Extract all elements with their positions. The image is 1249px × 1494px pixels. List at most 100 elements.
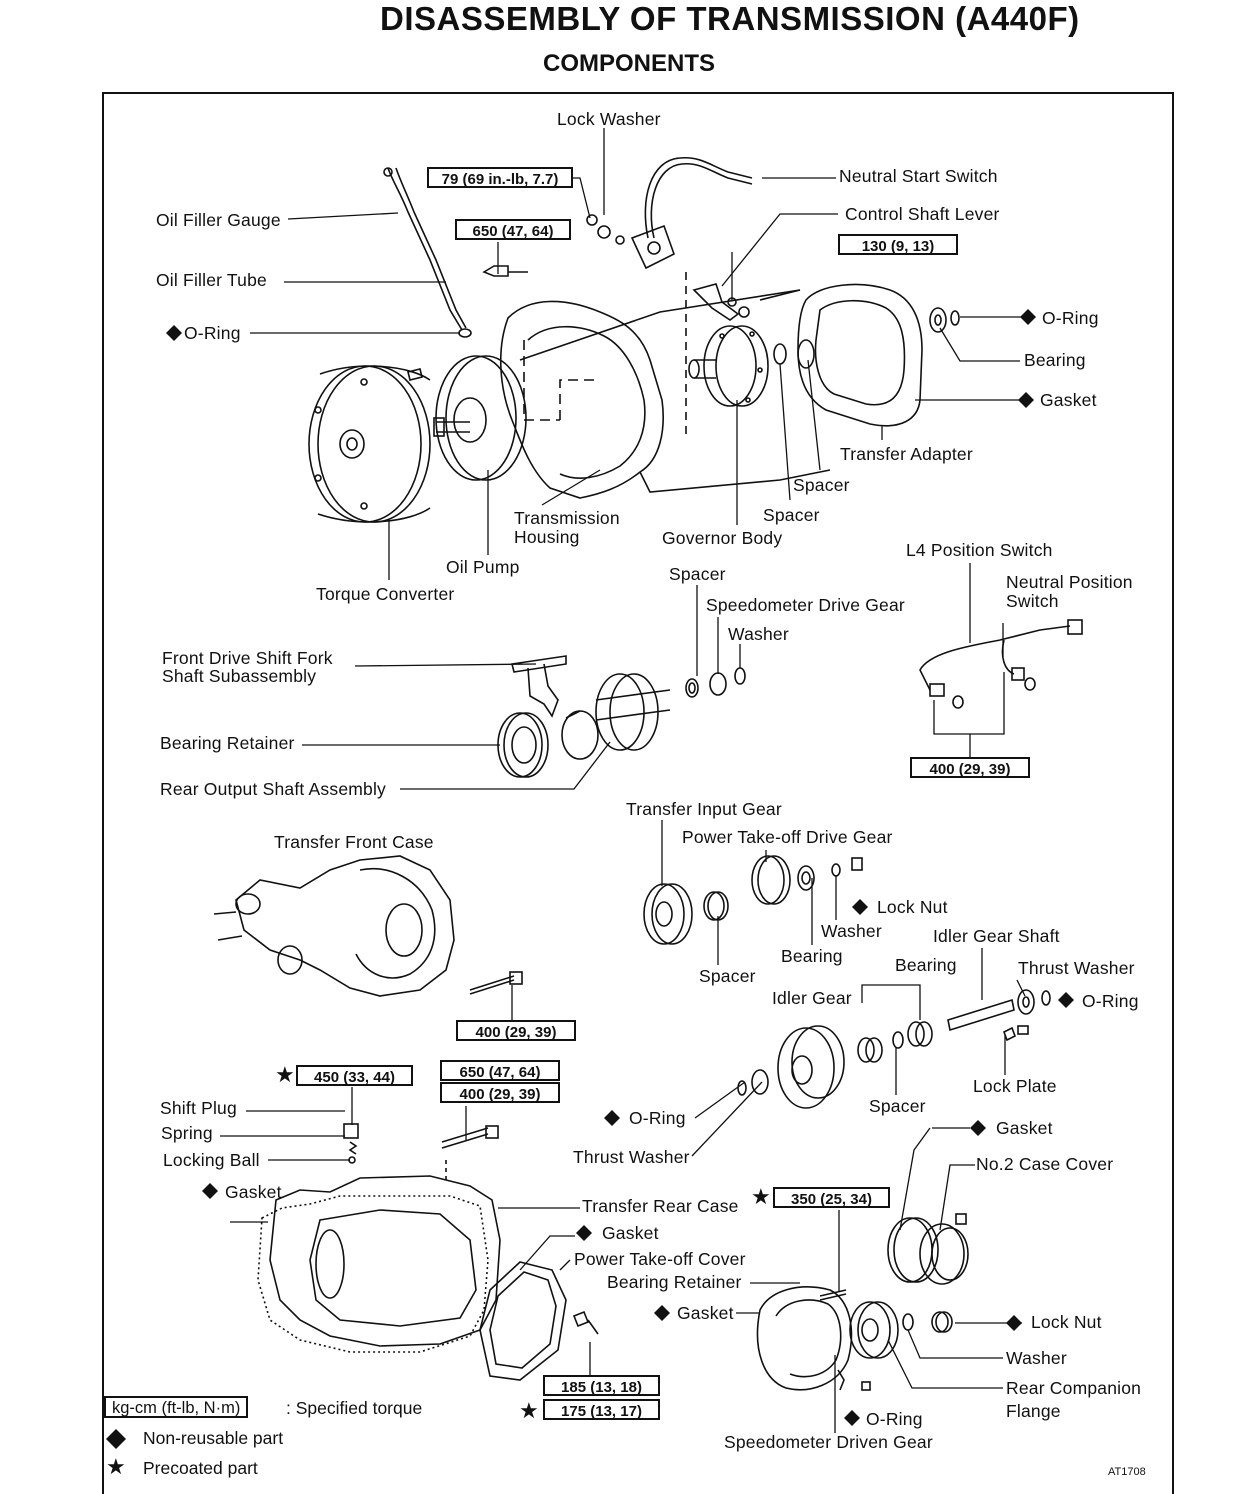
governor-body-drawing bbox=[688, 325, 815, 407]
torque-box-400a: 400 (29, 39) bbox=[910, 757, 1030, 778]
shift-fork-drawing bbox=[511, 655, 567, 718]
label-oil-filler-tube: Oil Filler Tube bbox=[156, 270, 267, 290]
star-icon: ★ bbox=[106, 1454, 126, 1479]
transfer-rear-case-drawing bbox=[257, 1175, 501, 1353]
label-gasket-right: Gasket bbox=[996, 1118, 1053, 1138]
legend-diamond-desc: Non-reusable part bbox=[143, 1428, 284, 1448]
legend-unit-box: kg-cm (ft-lb, N·m) bbox=[104, 1396, 249, 1418]
label-gasket-br: Gasket bbox=[677, 1303, 734, 1323]
label-speedometer-drive-gear: Speedometer Drive Gear bbox=[706, 595, 905, 615]
label-front-drive-shift-fork: Front Drive Shift Fork Shaft Subassembly bbox=[162, 648, 333, 686]
label-bearing-mid: Bearing bbox=[781, 946, 843, 966]
legend-star-desc: Precoated part bbox=[143, 1458, 258, 1478]
label-o-ring-right: O-Ring bbox=[1042, 308, 1099, 328]
label-rear-companion-flange: Rear Companion Flange bbox=[1006, 1378, 1142, 1421]
idler-gear-drawing bbox=[737, 989, 1051, 1109]
label-lock-nut-a: Lock Nut bbox=[877, 897, 948, 917]
torque-box-79: 79 (69 in.-lb, 7.7) bbox=[427, 167, 573, 188]
torque-box-175: 175 (13, 17) bbox=[543, 1399, 660, 1420]
no2-case-cover-drawing bbox=[887, 1213, 969, 1285]
torque-box-650a: 650 (47, 64) bbox=[455, 219, 571, 240]
position-switch-drawing bbox=[919, 619, 1083, 709]
label-torque-converter: Torque Converter bbox=[316, 584, 455, 604]
leader-lines bbox=[220, 128, 1026, 1433]
rear-bearing-retainer-drawing bbox=[756, 1286, 953, 1391]
lock-washer-drawing bbox=[482, 214, 625, 277]
diagram-frame bbox=[102, 92, 1174, 1494]
label-lock-washer: Lock Washer bbox=[557, 109, 661, 129]
label-governor-body: Governor Body bbox=[662, 528, 783, 548]
label-spacer-a: Spacer bbox=[793, 475, 850, 495]
label-spacer-e: Spacer bbox=[869, 1096, 926, 1116]
label-washer-b: Washer bbox=[821, 921, 882, 941]
torque-box-400c: 400 (29, 39) bbox=[440, 1082, 560, 1103]
label-transmission-housing: Transmission Housing bbox=[514, 508, 620, 547]
label-bearing-retainer: Bearing Retainer bbox=[160, 733, 295, 753]
legend-unit-desc: : Specified torque bbox=[286, 1398, 423, 1418]
label-bearing-retainer-b: Bearing Retainer bbox=[607, 1272, 742, 1292]
shift-plug-drawing bbox=[343, 1123, 499, 1180]
star-icon: ★ bbox=[275, 1062, 295, 1087]
torque-box-350: 350 (25, 34) bbox=[773, 1187, 890, 1208]
marker-symbols bbox=[106, 309, 1074, 1449]
label-neutral-start-switch: Neutral Start Switch bbox=[839, 166, 998, 186]
label-lock-plate: Lock Plate bbox=[973, 1076, 1057, 1096]
torque-box-450: 450 (33, 44) bbox=[296, 1065, 413, 1086]
label-idler-gear-shaft: Idler Gear Shaft bbox=[933, 926, 1060, 946]
label-bearing-top: Bearing bbox=[1024, 350, 1086, 370]
label-shift-plug: Shift Plug bbox=[160, 1098, 237, 1118]
label-spacer-c: Spacer bbox=[669, 564, 726, 584]
bearing-retainer-drawing bbox=[497, 712, 549, 778]
page-title: DISASSEMBLY OF TRANSMISSION (A440F) bbox=[380, 0, 1080, 37]
torque-box-130: 130 (9, 13) bbox=[838, 234, 958, 255]
star-icon: ★ bbox=[519, 1398, 539, 1423]
label-oil-filler-gauge: Oil Filler Gauge bbox=[156, 210, 281, 230]
torque-box-400b: 400 (29, 39) bbox=[456, 1020, 576, 1041]
label-gasket-top: Gasket bbox=[1040, 390, 1097, 410]
page-subtitle: COMPONENTS bbox=[543, 50, 716, 77]
neutral-start-switch-drawing bbox=[630, 156, 753, 270]
label-spring: Spring bbox=[161, 1123, 213, 1143]
label-washer-a: Washer bbox=[728, 624, 789, 644]
label-o-ring-left: O-Ring bbox=[184, 323, 241, 343]
label-locking-ball: Locking Ball bbox=[163, 1150, 260, 1170]
torque-box-185: 185 (13, 18) bbox=[543, 1375, 660, 1396]
oil-filler-gauge-drawing bbox=[383, 167, 472, 338]
label-gasket-left: Gasket bbox=[225, 1182, 282, 1202]
control-shaft-lever-drawing bbox=[685, 272, 750, 440]
power-takeoff-cover-drawing bbox=[479, 1261, 599, 1381]
label-o-ring-thrust: O-Ring bbox=[629, 1108, 686, 1128]
rear-output-shaft-drawing bbox=[561, 667, 746, 760]
label-thrust-washer-a: Thrust Washer bbox=[1018, 958, 1135, 978]
transfer-adapter-drawing bbox=[759, 283, 960, 427]
label-transfer-adapter: Transfer Adapter bbox=[840, 444, 973, 464]
label-spacer-d: Spacer bbox=[699, 966, 756, 986]
star-icon: ★ bbox=[751, 1184, 771, 1209]
transfer-input-gear-drawing bbox=[643, 855, 863, 945]
label-no2-case-cover: No.2 Case Cover bbox=[976, 1154, 1114, 1174]
torque-box-650b: 650 (47, 64) bbox=[440, 1060, 560, 1081]
label-l4-position-switch: L4 Position Switch bbox=[906, 540, 1053, 560]
transfer-front-case-drawing bbox=[213, 855, 523, 997]
label-speedometer-driven-gear: Speedometer Driven Gear bbox=[724, 1432, 933, 1452]
label-neutral-position-switch: Neutral Position Switch bbox=[1006, 572, 1133, 611]
label-transfer-input-gear: Transfer Input Gear bbox=[626, 799, 782, 819]
label-bearing-idler: Bearing bbox=[895, 955, 957, 975]
label-washer-c: Washer bbox=[1006, 1348, 1067, 1368]
label-oil-pump: Oil Pump bbox=[446, 557, 520, 577]
label-thrust-washer-b: Thrust Washer bbox=[573, 1147, 690, 1167]
label-control-shaft-lever: Control Shaft Lever bbox=[845, 204, 1000, 224]
torque-converter-drawing bbox=[308, 365, 431, 523]
label-transfer-rear-case: Transfer Rear Case bbox=[582, 1196, 739, 1216]
label-o-ring-idler: O-Ring bbox=[1082, 991, 1139, 1011]
label-idler-gear: Idler Gear bbox=[772, 988, 852, 1008]
label-lock-nut-b: Lock Nut bbox=[1031, 1312, 1102, 1332]
label-power-takeoff-drive-gear: Power Take-off Drive Gear bbox=[682, 827, 893, 847]
figure-reference: AT1708 bbox=[1108, 1466, 1146, 1478]
oil-pump-drawing bbox=[433, 355, 527, 481]
label-o-ring-speedo: O-Ring bbox=[866, 1409, 923, 1429]
label-gasket-ptc: Gasket bbox=[602, 1223, 659, 1243]
label-spacer-b: Spacer bbox=[763, 505, 820, 525]
transmission-housing-drawing bbox=[500, 289, 831, 499]
